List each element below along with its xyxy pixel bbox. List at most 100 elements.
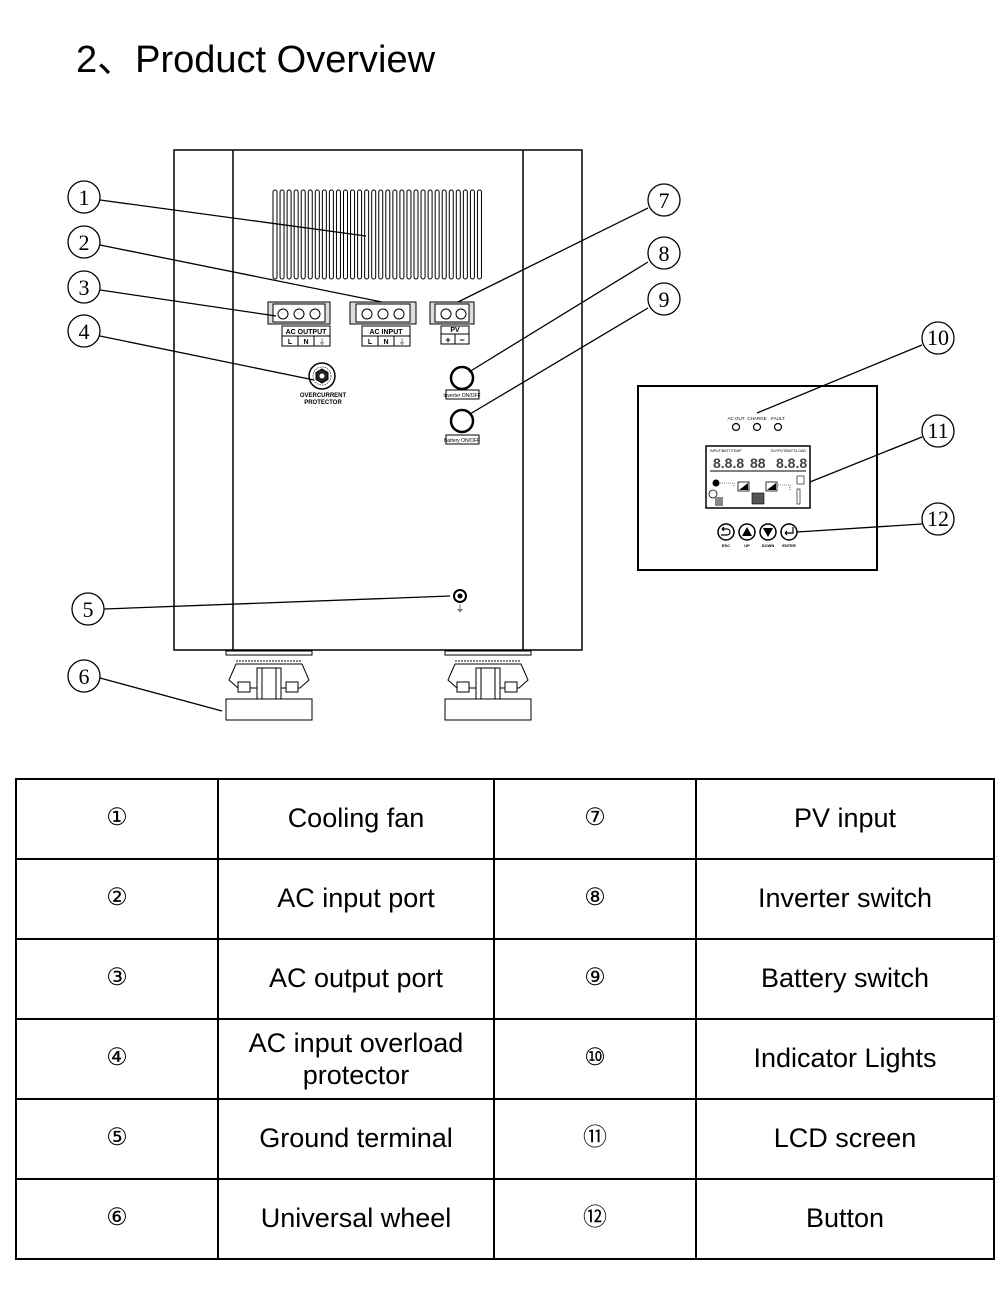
legend-left-number: ⑥: [15, 1178, 219, 1260]
legend-left-label: AC input overload protector: [217, 1018, 495, 1100]
svg-text:12: 12: [927, 506, 949, 531]
ac-input-pin-ground: ⏚: [399, 338, 406, 346]
battery-switch[interactable]: [445, 408, 480, 445]
enter-button[interactable]: [780, 523, 798, 541]
vent-slot: [399, 189, 405, 280]
ac-input-label: AC INPUT: [369, 329, 403, 336]
ground-terminal[interactable]: [453, 589, 467, 603]
vent-slot: [335, 189, 341, 280]
svg-text:10: 10: [927, 325, 949, 350]
callout-8: 8: [647, 236, 681, 270]
vent-slot: [364, 189, 370, 280]
callout-5: 5: [71, 592, 105, 626]
indicator-light-charge: [752, 422, 762, 432]
svg-text:6: 6: [79, 664, 90, 689]
vent-slot: [427, 189, 433, 280]
vent-slot: [279, 189, 285, 280]
inverter-switch-label: Inverter ON/OFF: [443, 393, 480, 399]
callout-11: 11: [921, 414, 955, 448]
ac-input-pin-l: L: [368, 339, 373, 346]
ac-output-pin-l: L: [288, 339, 293, 346]
svg-text:5: 5: [83, 597, 94, 622]
vent-slot: [406, 189, 412, 280]
legend-right-label: Button: [695, 1178, 995, 1260]
vent-slot: [392, 189, 398, 280]
legend-right-number: ⑦: [493, 778, 697, 860]
svg-text:8: 8: [659, 241, 670, 266]
vent-slot: [321, 189, 327, 280]
legend-left-number: ④: [15, 1018, 219, 1100]
pv-pin-positive: +: [445, 335, 450, 345]
indicator-light-fault: [773, 422, 783, 432]
callout-7: 7: [647, 183, 681, 217]
legend-right-label: Inverter switch: [695, 858, 995, 940]
up-label: UP: [744, 543, 750, 548]
vent-slot: [469, 189, 475, 280]
vent-slot: [272, 189, 278, 280]
callout-9: 9: [647, 282, 681, 316]
vent-slot: [441, 189, 447, 280]
callout-12: 12: [921, 502, 955, 536]
callout-1: 1: [67, 180, 101, 214]
svg-text:1: 1: [79, 185, 90, 210]
triangle-up-icon: [742, 527, 752, 536]
vent-slot: [343, 189, 348, 280]
vent-slot: [286, 189, 292, 280]
lcd-screen: [705, 445, 811, 509]
vent-slot: [300, 189, 306, 280]
legend-right-label: PV input: [695, 778, 995, 860]
ac-output-terminal: [267, 301, 331, 347]
vent-slot: [434, 189, 440, 280]
callout-10: 10: [921, 321, 955, 355]
lcd-right-digits: 8.8.8: [776, 455, 807, 471]
esc-button[interactable]: [717, 523, 735, 541]
indicator-label-fault: FAULT: [771, 416, 785, 421]
legend-left-label: Cooling fan: [217, 778, 495, 860]
lcd-left-digits: 8.8.8: [713, 455, 744, 471]
return-arrow-icon: [721, 526, 731, 536]
lcd-left-header: INPUT/BATT/TEMP: [710, 449, 742, 453]
ac-output-label: AC OUTPUT: [286, 329, 328, 336]
legend-right-label: Indicator Lights: [695, 1018, 995, 1100]
callout-leader-lines: [99, 199, 923, 712]
inverter-switch[interactable]: [445, 365, 480, 400]
indicator-light-ac-out: [731, 422, 741, 432]
up-button[interactable]: [738, 523, 756, 541]
vent-slot: [476, 189, 482, 280]
legend-left-number: ①: [15, 778, 219, 860]
vent-slot: [462, 189, 468, 280]
inverter-enclosure: [173, 149, 583, 651]
legend-right-number: ⑪: [493, 1098, 697, 1180]
pv-label: PV: [450, 327, 460, 334]
ground-symbol-icon: ⏚: [455, 604, 464, 614]
indicator-label-charge: CHARGE: [747, 416, 766, 421]
legend-left-label: AC output port: [217, 938, 495, 1020]
pv-terminal: [429, 301, 475, 345]
callout-3: 3: [67, 270, 101, 304]
legend-right-label: LCD screen: [695, 1098, 995, 1180]
legend-right-label: Battery switch: [695, 938, 995, 1020]
lcd-center-digits: 88: [750, 455, 766, 471]
universal-wheel-left: [225, 650, 313, 721]
svg-text:3: 3: [79, 275, 90, 300]
vent-slot: [371, 189, 377, 280]
overcurrent-label-line1: OVERCURRENT: [300, 393, 347, 399]
vent-slot: [385, 189, 391, 280]
legend-left-label: Universal wheel: [217, 1178, 495, 1260]
lcd-right-header: OUTPUT/BATT/LOAD: [771, 449, 807, 453]
overcurrent-protector[interactable]: [308, 362, 336, 390]
vent-slot: [455, 189, 461, 280]
legend-right-number: ⑫: [493, 1178, 697, 1260]
ac-output-pin-ground: ⏚: [319, 338, 326, 346]
vent-slot: [314, 189, 320, 280]
legend-right-number: ⑧: [493, 858, 697, 940]
down-button[interactable]: [759, 523, 777, 541]
universal-wheel-right: [444, 650, 532, 721]
enter-label: ENTER: [782, 543, 796, 548]
